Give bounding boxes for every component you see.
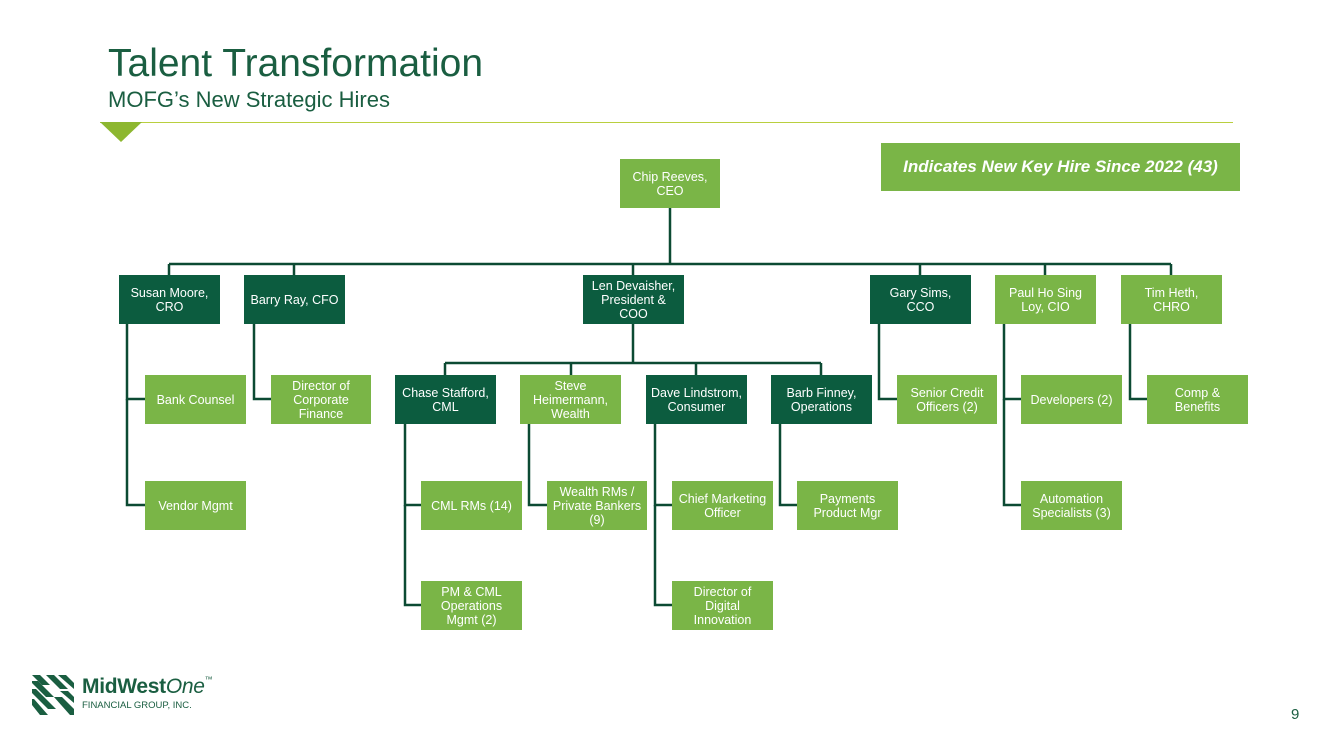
node-dir-digital-label: Director of Digital Innovation [693, 584, 752, 627]
legend-new-hire: Indicates New Key Hire Since 2022 (43) [881, 143, 1240, 191]
node-pm-cml-ops: PM & CML Operations Mgmt (2) [421, 581, 522, 630]
node-operations-head-label: Barb Finney, Operations [786, 385, 857, 414]
header-triangle-marker [100, 122, 142, 142]
node-payments-label: Payments Product Mgr [813, 491, 882, 520]
logo-mark-icon [32, 675, 74, 715]
node-bank-counsel-label: Bank Counsel [156, 392, 235, 407]
node-chro-label: Tim Heth, CHRO [1144, 285, 1199, 314]
node-wealth-head: Steve Heimermann, Wealth [520, 375, 621, 424]
node-ceo-label: Chip Reeves, CEO [632, 169, 708, 198]
logo-wordmark-italic: One [165, 675, 205, 698]
node-cco: Gary Sims, CCO [870, 275, 971, 324]
node-developers-label: Developers (2) [1030, 392, 1113, 407]
logo-subtitle: FINANCIAL GROUP, INC. [82, 700, 192, 711]
node-cro: Susan Moore, CRO [119, 275, 220, 324]
logo-wordmark: MidWestOne™ [82, 675, 213, 699]
node-coo: Len Devaisher, President & COO [583, 275, 684, 324]
node-vendor-mgmt: Vendor Mgmt [145, 481, 246, 530]
node-chro: Tim Heth, CHRO [1121, 275, 1222, 324]
node-cml-rms-label: CML RMs (14) [431, 498, 512, 513]
node-dir-corp-finance: Director of Corporate Finance [271, 375, 371, 424]
node-operations-head: Barb Finney, Operations [771, 375, 872, 424]
node-consumer-head-label: Dave Lindstrom, Consumer [650, 385, 742, 414]
node-vendor-mgmt-label: Vendor Mgmt [158, 498, 233, 513]
node-cml-head-label: Chase Stafford, CML [402, 385, 489, 414]
node-wealth-rms: Wealth RMs / Private Bankers (9) [547, 481, 647, 530]
page-subtitle: MOFG’s New Strategic Hires [108, 87, 390, 112]
node-comp-benefits-label: Comp & Benefits [1174, 385, 1221, 414]
node-cml-rms: CML RMs (14) [421, 481, 522, 530]
node-comp-benefits: Comp & Benefits [1147, 375, 1248, 424]
node-cml-head: Chase Stafford, CML [395, 375, 496, 424]
node-ceo: Chip Reeves, CEO [620, 159, 720, 208]
node-cio-label: Paul Ho Sing Loy, CIO [1009, 285, 1082, 314]
node-automation-label: Automation Specialists (3) [1032, 491, 1111, 520]
logo-wordmark-main: MidWest [82, 675, 166, 698]
node-cfo: Barry Ray, CFO [244, 275, 345, 324]
node-coo-label: Len Devaisher, President & COO [591, 278, 676, 321]
company-logo: MidWestOne™ FINANCIAL GROUP, INC. [32, 673, 222, 719]
node-consumer-head: Dave Lindstrom, Consumer [646, 375, 747, 424]
header-divider [100, 122, 1233, 123]
node-senior-credit-label: Senior Credit Officers (2) [910, 385, 984, 414]
node-cio: Paul Ho Sing Loy, CIO [995, 275, 1096, 324]
node-automation: Automation Specialists (3) [1021, 481, 1122, 530]
node-cfo-label: Barry Ray, CFO [250, 292, 339, 307]
node-cro-label: Susan Moore, CRO [130, 285, 209, 314]
node-pm-cml-ops-label: PM & CML Operations Mgmt (2) [440, 584, 503, 627]
page-number: 9 [1291, 706, 1300, 723]
page-title: Talent Transformation [108, 42, 484, 85]
node-dir-corp-finance-label: Director of Corporate Finance [292, 378, 350, 421]
node-wealth-rms-label: Wealth RMs / Private Bankers (9) [552, 484, 642, 527]
node-dir-digital: Director of Digital Innovation [672, 581, 773, 630]
node-payments: Payments Product Mgr [797, 481, 898, 530]
logo-trademark: ™ [204, 675, 213, 684]
node-developers: Developers (2) [1021, 375, 1122, 424]
node-senior-credit: Senior Credit Officers (2) [897, 375, 997, 424]
node-cco-label: Gary Sims, CCO [889, 285, 952, 314]
node-bank-counsel: Bank Counsel [145, 375, 246, 424]
node-wealth-head-label: Steve Heimermann, Wealth [532, 378, 609, 421]
node-cmo-label: Chief Marketing Officer [678, 491, 767, 520]
node-cmo: Chief Marketing Officer [672, 481, 773, 530]
